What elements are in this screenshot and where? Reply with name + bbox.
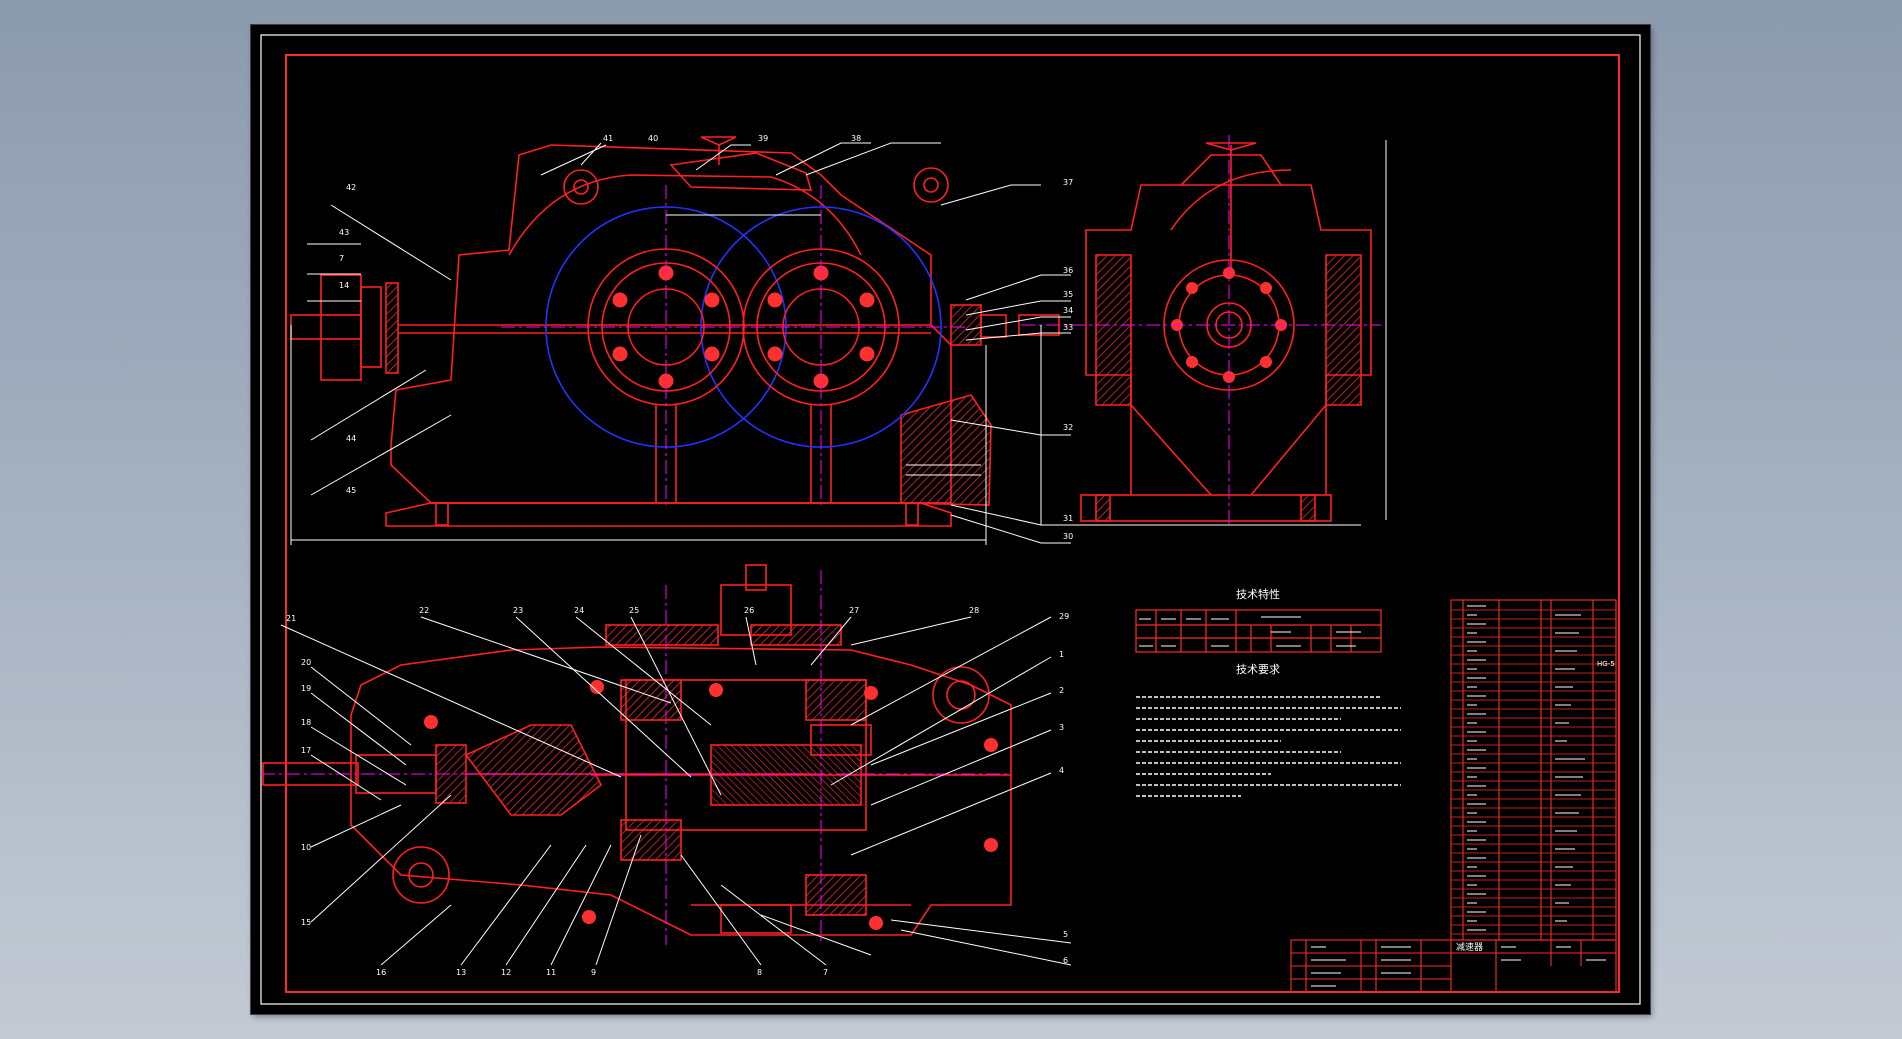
label-10: 10 [301,843,311,852]
plan-view [262,564,1012,936]
tech-char-title: 技术特性 [1236,587,1280,601]
centerlines-front [501,185,966,505]
label-19: 19 [301,684,311,693]
label-40: 40 [648,134,658,143]
bom-table [1450,599,1617,941]
leader-lines [280,142,1072,966]
inner-frame [285,54,1620,993]
drawing-canvas: 41 40 39 38 37 42 43 7 14 36 35 34 33 32… [260,34,1641,1005]
centerlines-side [1021,135,1381,525]
tech-req-title: 技术要求 [1236,663,1280,676]
leader-labels: 41 40 39 38 37 42 43 7 14 36 35 34 33 32… [286,134,1073,977]
label-11: 11 [546,968,556,977]
bom-code-1: HG-5 [1597,660,1615,668]
label-33: 33 [1063,323,1073,332]
label-16: 16 [376,968,386,977]
label-18: 18 [301,718,311,727]
title-block-text [1311,946,1606,987]
label-23: 23 [513,606,523,615]
tech-req-text [1136,696,1401,797]
label-20: 20 [301,658,311,667]
dimensions-side [1040,140,1387,526]
label-21: 21 [286,614,296,623]
outer-frame [260,34,1641,1005]
side-view [1018,142,1372,522]
label-4: 4 [1059,766,1064,775]
label-27: 27 [849,606,859,615]
label-12: 12 [501,968,511,977]
label-1: 1 [1059,650,1064,659]
label-15: 15 [301,918,311,927]
tech-char-table [1135,609,1382,653]
label-37: 37 [1063,178,1073,187]
label-34: 34 [1063,306,1073,315]
cad-viewport[interactable]: 41 40 39 38 37 42 43 7 14 36 35 34 33 32… [251,25,1650,1014]
label-31: 31 [1063,514,1073,523]
label-36: 36 [1063,266,1073,275]
bom-rows [1451,609,1616,935]
label-41: 41 [603,134,613,143]
label-38: 38 [851,134,861,143]
label-35: 35 [1063,290,1073,299]
label-32: 32 [1063,423,1073,432]
label-8: 8 [757,968,762,977]
label-17: 17 [301,746,311,755]
label-39: 39 [758,134,768,143]
label-13: 13 [456,968,466,977]
label-29: 29 [1059,612,1069,621]
label-25: 25 [629,606,639,615]
label-45: 45 [346,486,356,495]
label-22: 22 [419,606,429,615]
label-14: 14 [339,281,349,290]
title-block-name: 减速器 [1456,941,1483,953]
label-44: 44 [346,434,356,443]
bom-cell-text [1467,605,1585,931]
centerlines-plan [261,570,1011,945]
label-7b: 7 [823,968,828,977]
plan-bolts [424,680,998,930]
label-26: 26 [744,606,754,615]
label-42: 42 [346,183,356,192]
label-28: 28 [969,606,979,615]
tech-char-cell-text [1139,616,1361,647]
label-2: 2 [1059,686,1064,695]
label-3: 3 [1059,723,1064,732]
label-6: 6 [1063,956,1068,965]
label-24: 24 [574,606,584,615]
label-9: 9 [591,968,596,977]
label-5: 5 [1063,930,1068,939]
dimensions-front [290,214,987,545]
label-7: 7 [339,254,344,263]
title-block [1290,939,1617,993]
label-30: 30 [1063,532,1073,541]
label-43: 43 [339,228,349,237]
